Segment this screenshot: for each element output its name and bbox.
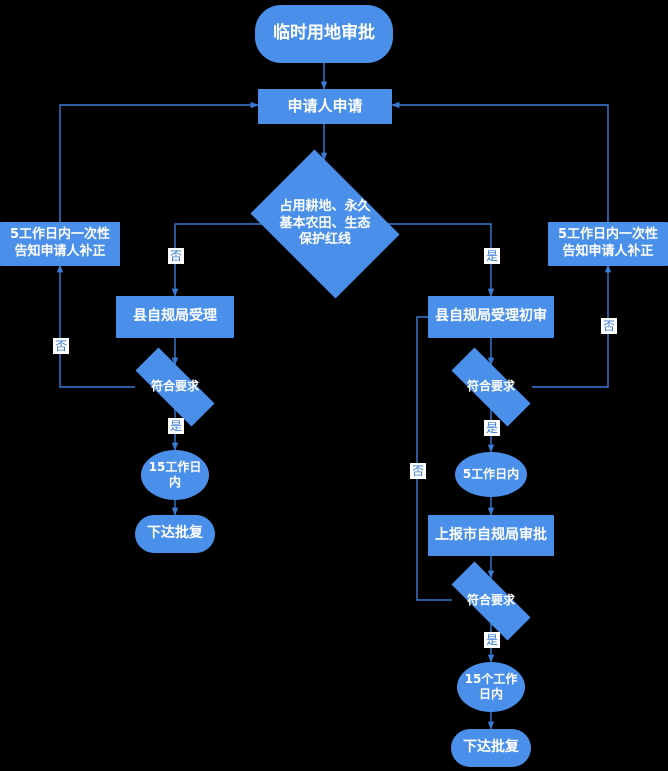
node-fix-left-label: 5工作日内一次性 告知申请人补正 [9, 227, 111, 259]
node-days15-left-label: 15工作日 内 [148, 459, 202, 489]
node-check-left-label: 符合要求 [150, 379, 199, 394]
node-apply[interactable]: 申请人申请 [258, 89, 392, 124]
node-decide-land[interactable]: 占用耕地、永久 基本农田、生态 保护红线 [240, 149, 410, 299]
edge-label-land-no: 否 [168, 248, 185, 264]
node-check-city[interactable]: 符合要求 [435, 561, 547, 641]
node-fix-right-label: 5工作日内一次性 告知申请人补正 [557, 227, 659, 259]
node-check-city-label: 符合要求 [466, 593, 515, 608]
node-reply-right[interactable]: 下达批复 [451, 729, 531, 767]
node-days5-right[interactable]: 5工作日内 [455, 452, 527, 497]
node-days15-city-label: 15个工作 日内 [464, 671, 518, 701]
node-check-right-label: 符合要求 [466, 379, 515, 394]
node-fix-right[interactable]: 5工作日内一次性 告知申请人补正 [548, 222, 668, 266]
node-check-left[interactable]: 符合要求 [119, 347, 231, 427]
node-reply-right-label: 下达批复 [463, 739, 519, 756]
node-days15-city[interactable]: 15个工作 日内 [457, 662, 525, 712]
edge-label-check-left-no: 否 [53, 338, 70, 354]
node-report-city-label: 上报市自规局审批 [435, 526, 547, 543]
node-reply-left[interactable]: 下达批复 [135, 515, 215, 553]
node-decide-land-label: 占用耕地、永久 基本农田、生态 保护红线 [279, 199, 371, 248]
node-county-first-label: 县自规局受理初审 [435, 308, 547, 325]
node-fix-left[interactable]: 5工作日内一次性 告知申请人补正 [0, 222, 120, 266]
node-county-first[interactable]: 县自规局受理初审 [428, 296, 554, 338]
edge-label-check-right-yes: 是 [484, 420, 501, 436]
node-start[interactable]: 临时用地审批 [255, 5, 393, 63]
node-county-accept-label: 县自规局受理 [133, 308, 217, 325]
node-reply-left-label: 下达批复 [147, 525, 203, 542]
edge-label-check-city-yes: 是 [484, 632, 501, 648]
node-apply-label: 申请人申请 [287, 96, 363, 115]
node-start-label: 临时用地审批 [273, 23, 375, 44]
node-days5-right-label: 5工作日内 [462, 466, 520, 481]
edge-label-check-right-no: 否 [601, 318, 618, 334]
node-report-city[interactable]: 上报市自规局审批 [428, 515, 554, 556]
node-days15-left[interactable]: 15工作日 内 [141, 450, 209, 500]
edge-label-check-city-no: 否 [410, 463, 427, 479]
edge-label-land-yes: 是 [484, 248, 501, 264]
node-check-right[interactable]: 符合要求 [435, 347, 547, 427]
node-county-accept[interactable]: 县自规局受理 [116, 296, 234, 338]
edge-label-check-left-yes: 是 [168, 418, 185, 434]
